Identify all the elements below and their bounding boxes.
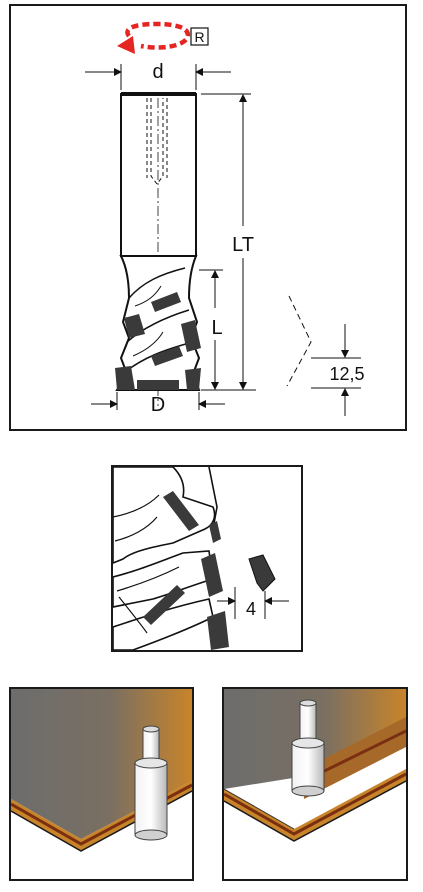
insert-detail-drawing: 4	[113, 467, 289, 650]
cutting-insert	[151, 292, 181, 312]
cutting-insert	[151, 346, 183, 366]
step-detail: 12,5	[286, 295, 365, 416]
board-illustration-left	[9, 687, 194, 881]
cutter-drawing: R d	[85, 21, 365, 416]
label-gap: 4	[246, 599, 256, 619]
rotation-badge-text: R	[194, 29, 204, 45]
label-D: D	[151, 394, 165, 416]
detail-drawing-panel: 4	[111, 465, 303, 652]
cutting-insert	[209, 521, 221, 543]
cutting-insert	[207, 611, 229, 650]
cutting-insert	[185, 368, 201, 390]
cutting-insert	[201, 553, 223, 597]
label-d: d	[152, 61, 163, 83]
board-illustration-right	[222, 687, 408, 881]
cutting-insert	[137, 380, 179, 390]
board-groove-illustration	[224, 689, 406, 842]
router-cutter	[134, 725, 168, 841]
cutting-insert	[124, 314, 145, 338]
cutting-insert	[181, 320, 201, 352]
main-drawing-panel: R d	[9, 4, 407, 431]
label-LT: LT	[232, 234, 254, 256]
cutter-head	[115, 255, 201, 391]
board-plunge-illustration	[11, 689, 192, 852]
cutter-shank	[120, 92, 197, 257]
label-step: 12,5	[329, 364, 364, 384]
cutting-insert	[163, 491, 199, 531]
router-cutter	[291, 699, 325, 797]
label-L: L	[211, 317, 222, 339]
rotation-badge: R	[190, 27, 209, 46]
cutting-insert	[248, 554, 276, 592]
rotation-arrow-icon	[117, 21, 191, 54]
cutting-insert	[143, 585, 185, 625]
cutting-insert	[115, 366, 135, 390]
